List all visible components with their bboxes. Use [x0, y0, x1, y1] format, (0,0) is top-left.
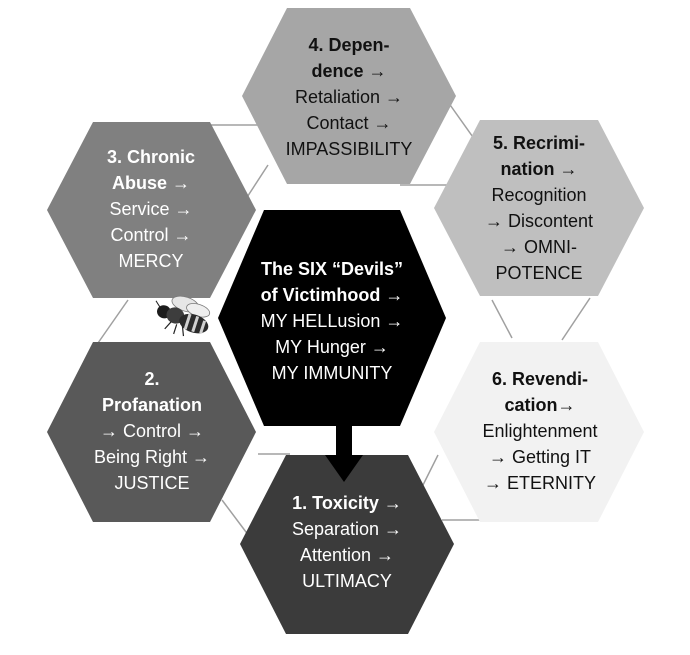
down-arrow-icon: [325, 426, 363, 482]
hexagon-profanation-step: Being Right →: [93, 447, 211, 467]
hexagon-toxicity-step: Separation →: [291, 519, 403, 539]
hexagon-toxicity-goal: ULTIMACY: [302, 571, 392, 591]
hexagon-chronic-abuse-title: 3. Chronic: [106, 147, 195, 167]
hexagon-toxicity-title: 1. Toxicity →: [292, 493, 402, 513]
hexagon-chronic-abuse-title-cont: Abuse →: [111, 173, 190, 193]
connector-line: [97, 299, 129, 344]
hexagon-recrimination-goal: → OMNI-: [501, 237, 577, 257]
hexagon-profanation-step: → Control →: [99, 421, 205, 441]
hexagon-chronic-abuse-goal: MERCY: [118, 251, 184, 271]
center-step: MY HELLusion →: [260, 311, 404, 331]
connector-line: [491, 299, 513, 339]
bee-icon: [155, 295, 211, 337]
hexagon-recrimination-title: 5. Recrimi-: [492, 133, 586, 153]
center-title-cont: of Victimhood →: [260, 285, 404, 305]
hexagon-chronic-abuse-text: 3. Chronic Abuse → Service → Control → M…: [66, 144, 236, 274]
hexagon-dependence: [242, 8, 456, 184]
hexagon-recrimination-step: → Discontent: [484, 211, 594, 231]
hexagon-chronic-abuse-step: Control →: [110, 225, 192, 245]
hexagon-revendication-goal: → ETERNITY: [483, 473, 596, 493]
hexagon-recrimination-title-cont: nation →: [500, 159, 578, 179]
center-goal: MY IMMUNITY: [271, 363, 393, 383]
hexagon-revendication-title: 6. Revendi-: [491, 369, 589, 389]
hexagon-profanation-text: 2. Profanation → Control → Being Right →…: [62, 366, 242, 496]
hexagon-toxicity-step: Attention →: [299, 545, 395, 565]
hexagon-dependence-step: Retaliation →: [294, 87, 404, 107]
hexagon-dependence-title: 4. Depen-: [308, 35, 390, 55]
hexagon-profanation-goal: JUSTICE: [114, 473, 190, 493]
hexagon-profanation-title-cont: Profanation: [101, 395, 202, 415]
hexagon-toxicity-text: 1. Toxicity → Separation → Attention → U…: [258, 490, 436, 594]
hexagon-center-text: The SIX “Devils” of Victimhood → MY HELL…: [232, 256, 432, 386]
hexagon-dependence-text: 4. Depen- dence → Retaliation → Contact …: [262, 32, 436, 162]
bee-leg-icon: [164, 321, 172, 330]
connector-lines: [97, 101, 591, 541]
connector-line: [561, 297, 591, 341]
hexagon-recrimination-step: Recognition: [491, 185, 587, 205]
hexagon-recrimination: [434, 120, 644, 296]
bee-stripe-icon: [183, 313, 192, 330]
hexagon-dependence-step: Contact →: [306, 113, 392, 133]
hexagon-revendication: [434, 342, 644, 522]
hexagon-recrimination-text: 5. Recrimi- nation → Recognition → Disco…: [448, 130, 630, 286]
bee-leg-icon: [173, 324, 178, 335]
bee-stripe-icon: [199, 320, 207, 334]
center-step: MY Hunger →: [275, 337, 389, 357]
hexagon-revendication-step: → Getting IT: [488, 447, 592, 467]
hexagon-dependence-goal: IMPASSIBILITY: [285, 139, 413, 159]
bee-leg-icon: [181, 326, 185, 337]
center-title: The SIX “Devils”: [260, 259, 404, 279]
bee-stripe-icon: [191, 316, 200, 333]
hexagon-profanation-title: 2.: [144, 369, 160, 389]
hexagon-chronic-abuse-step: Service →: [109, 199, 193, 219]
bee-antenna-icon: [155, 300, 161, 308]
hexagon-center-six-devils: [218, 210, 446, 426]
hexagon-profanation: [47, 342, 256, 522]
hexagon-dependence-title-cont: dence →: [311, 61, 387, 81]
hexagon-revendication-step: Enlightenment: [482, 421, 598, 441]
hexagon-toxicity: [240, 455, 454, 634]
hexagon-revendication-title-cont: cation→: [504, 395, 576, 415]
hexagon-revendication-text: 6. Revendi- cation→ Enlightenment → Gett…: [452, 366, 628, 496]
connector-line: [447, 101, 476, 141]
hexagon-recrimination-goal-cont: POTENCE: [495, 263, 583, 283]
hexagon-chronic-abuse: [47, 122, 256, 298]
